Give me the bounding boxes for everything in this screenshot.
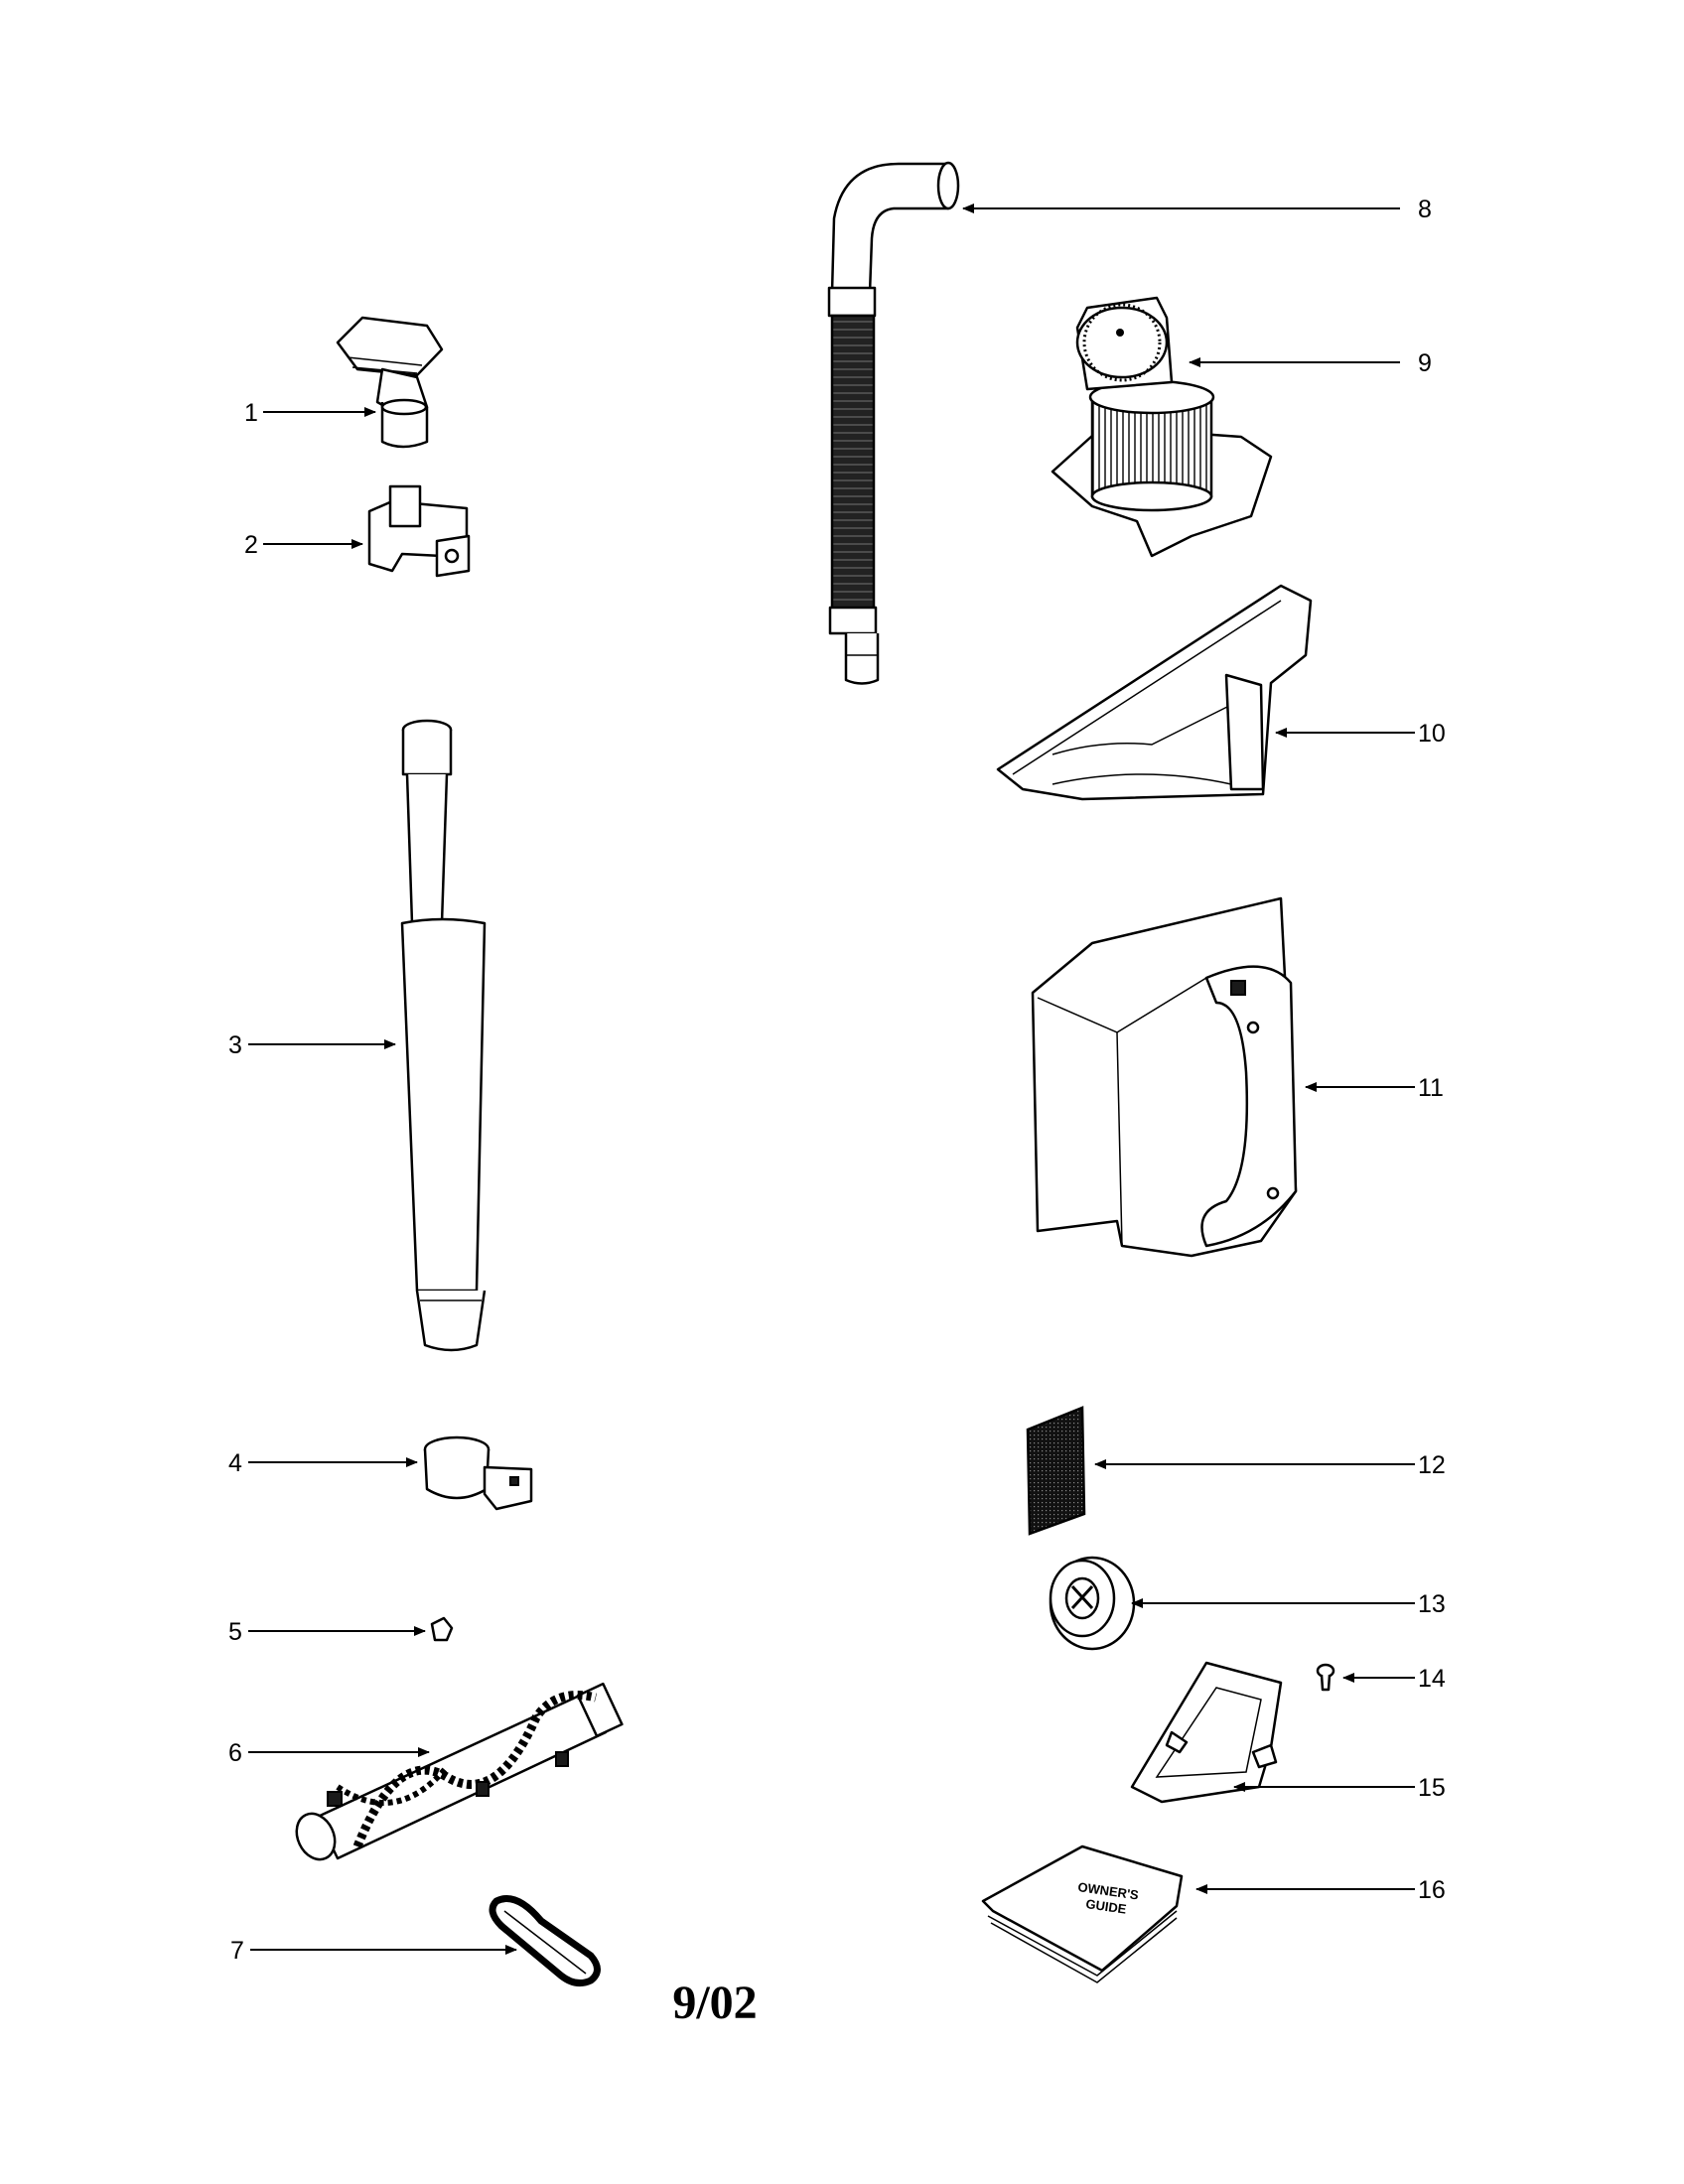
callout-6: 6 xyxy=(228,1739,242,1767)
callout-3: 3 xyxy=(228,1031,242,1059)
part-14-screw xyxy=(1316,1663,1335,1692)
part-15-bottom-plate xyxy=(1130,1661,1283,1804)
date-code: 9/02 xyxy=(672,1977,758,2029)
callout-12: 12 xyxy=(1418,1451,1446,1479)
part-3-extension-wand xyxy=(400,719,487,1352)
callout-5: 5 xyxy=(228,1618,242,1646)
part-13-wheel xyxy=(1049,1556,1136,1651)
part-9-filter xyxy=(1051,296,1273,558)
part-10-filter-housing xyxy=(996,584,1313,801)
manual-title-line2: GUIDE xyxy=(1085,1896,1128,1917)
callout-4: 4 xyxy=(228,1449,242,1477)
part-12-screen-filter xyxy=(1026,1406,1086,1536)
part-8-hose xyxy=(827,161,960,685)
callout-16: 16 xyxy=(1418,1876,1446,1904)
callout-7: 7 xyxy=(230,1937,244,1965)
callout-14: 14 xyxy=(1418,1665,1446,1693)
callout-11: 11 xyxy=(1418,1074,1444,1102)
callout-8: 8 xyxy=(1418,196,1432,223)
callout-15: 15 xyxy=(1418,1774,1446,1802)
callout-9: 9 xyxy=(1418,349,1432,377)
part-1-upholstery-tool xyxy=(336,316,444,449)
part-7-belt xyxy=(489,1895,601,1987)
callout-10: 10 xyxy=(1418,720,1446,748)
part-16-owners-guide: OWNER'S GUIDE xyxy=(981,1844,1184,1983)
callout-2: 2 xyxy=(244,531,258,559)
callout-13: 13 xyxy=(1418,1590,1446,1618)
part-6-brushroll xyxy=(295,1682,624,1861)
part-4-wand-holder xyxy=(423,1435,533,1511)
part-5-cap xyxy=(430,1616,454,1642)
callout-1: 1 xyxy=(244,399,258,427)
part-11-dirt-cup xyxy=(1031,896,1298,1258)
part-2-tool-clip xyxy=(367,484,471,578)
